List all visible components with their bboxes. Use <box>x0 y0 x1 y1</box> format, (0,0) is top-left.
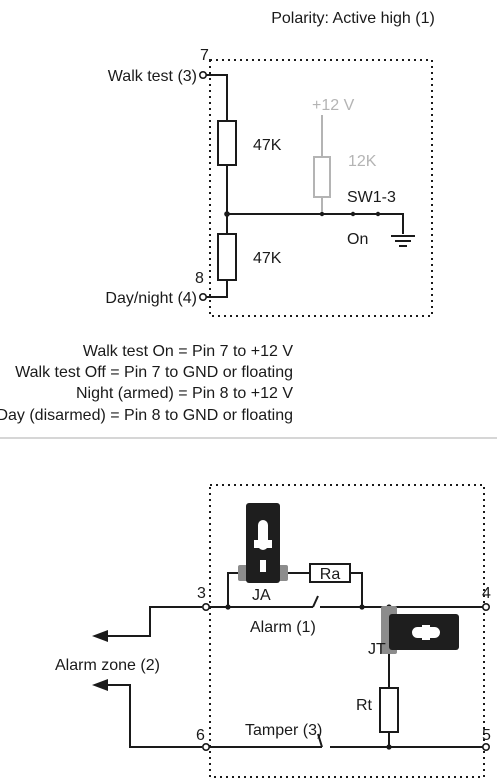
terminal-4 <box>481 602 490 611</box>
terminal-6 <box>202 742 211 751</box>
resistor-47k-upper-label: 47K <box>253 137 282 154</box>
jumper-jt <box>381 606 459 654</box>
legend-line-4: Day (disarmed) = Pin 8 to GND or floatin… <box>0 407 293 424</box>
resistor-ra-label: Ra <box>320 566 341 583</box>
polarity-diagram: Polarity: Active high (1) 7 Walk test (3… <box>0 10 435 424</box>
alarm-zone-label: Alarm zone (2) <box>55 657 160 674</box>
zone-wire-upper <box>108 606 202 637</box>
terminal-5 <box>481 742 490 751</box>
terminal-3 <box>202 602 211 611</box>
arrow-left-icon <box>92 679 108 691</box>
resistor-12k-label: 12K <box>348 153 377 170</box>
alarm-tamper-diagram: 3 4 6 5 Alarm zone (2) Ra <box>55 484 491 778</box>
day-night-label: Day/night (4) <box>105 290 197 307</box>
wire-walk-test <box>206 74 228 121</box>
resistor-rt-label: Rt <box>356 697 373 714</box>
unit-enclosure-bottom <box>209 484 485 778</box>
resistor-47k-lower <box>217 233 237 281</box>
zone-wire-lower <box>108 684 202 748</box>
supply-label: +12 V <box>312 97 355 114</box>
jumper-ja <box>238 503 288 583</box>
resistor-47k-upper <box>217 120 237 166</box>
pin-8-label: 8 <box>195 270 204 287</box>
legend-line-2: Walk test Off = Pin 7 to GND or floating <box>15 364 293 381</box>
alarm-switch-blade <box>312 595 319 608</box>
jumper-jt-label: JT <box>368 641 386 658</box>
resistor-47k-lower-label: 47K <box>253 250 282 267</box>
unit-enclosure-top <box>209 59 433 317</box>
pin-6-label: 6 <box>196 727 205 744</box>
pin-3-label: 3 <box>197 585 206 602</box>
wire-day-night <box>206 280 228 298</box>
pin-4-label: 4 <box>482 585 491 602</box>
wire-ra-right <box>350 572 363 607</box>
terminal-8 <box>199 292 208 301</box>
pin-7-label: 7 <box>200 47 209 64</box>
resistor-rt <box>379 687 399 733</box>
alarm-switch-label: Alarm (1) <box>250 619 316 636</box>
walk-test-label: Walk test (3) <box>108 68 197 85</box>
wire-to-ground <box>378 213 404 234</box>
terminal-7 <box>199 71 208 80</box>
junction-dot-12k <box>319 211 325 217</box>
switch-state-label: On <box>347 231 368 248</box>
arrow-left-icon <box>92 630 108 642</box>
resistor-12k <box>313 156 331 198</box>
junction-dot <box>386 744 392 750</box>
wire-ja-left <box>227 572 242 607</box>
tamper-switch-label: Tamper (3) <box>245 722 322 739</box>
legend-line-1: Walk test On = Pin 7 to +12 V <box>83 343 294 360</box>
tamper-switch-blade <box>317 733 323 748</box>
polarity-title: Polarity: Active high (1) <box>271 10 435 27</box>
jumper-ja-label: JA <box>252 587 271 604</box>
switch-contact-a <box>350 211 356 217</box>
legend-line-3: Night (armed) = Pin 8 to +12 V <box>76 385 293 402</box>
pin-5-label: 5 <box>482 727 491 744</box>
switch-label: SW1-3 <box>347 189 396 206</box>
